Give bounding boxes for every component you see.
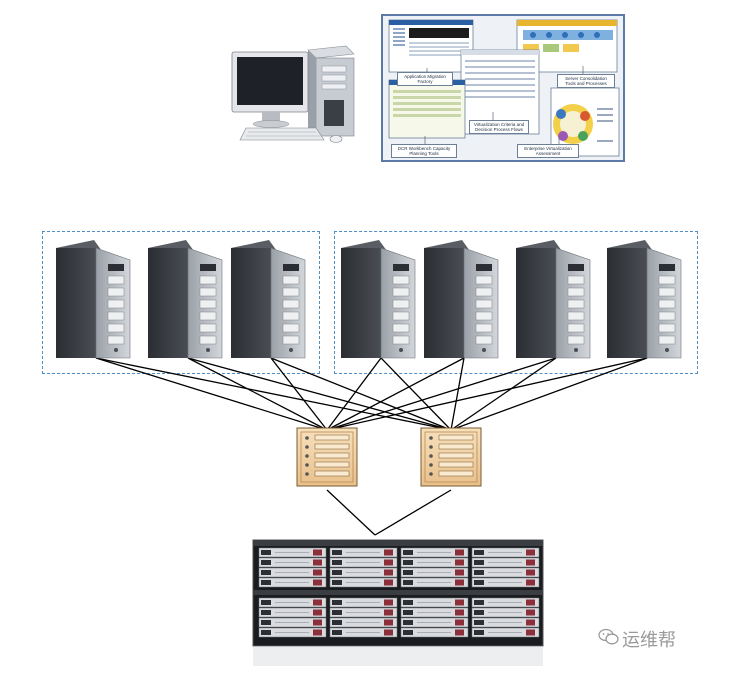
watermark-text: 运维帮 xyxy=(622,630,676,651)
fabric-link xyxy=(326,357,382,431)
fabric-link xyxy=(326,357,465,431)
drive-bay xyxy=(471,617,540,628)
fabric-link xyxy=(95,357,328,431)
fabric-link xyxy=(450,357,648,431)
tower-server xyxy=(424,240,499,359)
fabric-link xyxy=(450,357,557,431)
callout-server-consolidation: Server Consolidation Tools and Processes xyxy=(557,74,615,88)
drive-bay xyxy=(329,557,398,568)
array-links xyxy=(326,489,452,536)
tower-server xyxy=(148,240,223,359)
fabric-link xyxy=(450,357,465,431)
tower-server xyxy=(56,240,131,359)
callout-virtualization-criteria: Virtualization Criteria and Decision Pro… xyxy=(469,120,529,134)
callout-enterprise-assessment: Enterprise Virtualization Assessment xyxy=(517,144,579,158)
fabric-links xyxy=(95,357,648,431)
desktop-tower xyxy=(307,45,355,137)
fabric-link xyxy=(326,357,648,431)
drive-bay xyxy=(258,577,327,588)
keyboard xyxy=(239,127,325,141)
storage-array-reflection xyxy=(253,646,543,666)
drive-bay xyxy=(400,567,469,578)
fabric-link xyxy=(326,357,557,431)
callout-application-migration: Application Migration Factory xyxy=(397,72,453,86)
drive-bay xyxy=(471,597,540,608)
watermark: 运维帮 xyxy=(598,622,718,652)
drive-bay xyxy=(471,577,540,588)
mouse xyxy=(329,135,343,143)
server-group-right xyxy=(334,231,698,374)
desktop-monitor xyxy=(231,51,309,128)
tower-server xyxy=(607,240,682,359)
drive-bay xyxy=(400,617,469,628)
drive-bay xyxy=(400,577,469,588)
drive-bay xyxy=(471,567,540,578)
drive-bay xyxy=(258,607,327,618)
drive-bay xyxy=(329,567,398,578)
server-group-left xyxy=(42,231,320,374)
drive-bay xyxy=(329,577,398,588)
fabric-link xyxy=(95,357,452,431)
fabric-link xyxy=(270,357,452,431)
switch-bays-left xyxy=(305,434,350,477)
switch-bays-right xyxy=(429,434,474,477)
drive-bay xyxy=(329,607,398,618)
callout-dcr-workbench: DCR Workbench Capacity Planning Tools xyxy=(391,144,457,158)
wechat-icon xyxy=(598,628,619,645)
workstation-computer xyxy=(231,45,355,143)
screenshot-background-art xyxy=(388,19,620,157)
drive-bay xyxy=(258,617,327,628)
drive-bay xyxy=(471,607,540,618)
fabric-link xyxy=(187,357,452,431)
drive-bay xyxy=(400,557,469,568)
drive-bay xyxy=(400,607,469,618)
fabric-link xyxy=(380,357,452,431)
drive-bay xyxy=(329,547,398,558)
drive-bay xyxy=(258,627,327,638)
drive-bay xyxy=(471,547,540,558)
drive-bay xyxy=(400,547,469,558)
drive-bay xyxy=(471,627,540,638)
fabric-link xyxy=(187,357,328,431)
tower-server xyxy=(231,240,306,359)
drive-bay xyxy=(329,617,398,628)
server-row xyxy=(56,240,682,359)
drive-bay xyxy=(258,597,327,608)
drive-bay xyxy=(258,557,327,568)
virtualization-tools-screenshot: Application Migration Factory Server Con… xyxy=(381,14,625,162)
tower-server xyxy=(516,240,591,359)
drive-bay xyxy=(329,597,398,608)
tower-server xyxy=(341,240,416,359)
drive-bay xyxy=(400,597,469,608)
fabric-link xyxy=(270,357,328,431)
storage-switch-left xyxy=(296,427,358,487)
storage-array xyxy=(252,539,544,647)
drive-bay xyxy=(329,627,398,638)
storage-switch-right xyxy=(420,427,482,487)
drive-bay xyxy=(471,557,540,568)
drive-bay xyxy=(400,627,469,638)
drive-bay xyxy=(258,547,327,558)
drive-bay xyxy=(258,567,327,578)
